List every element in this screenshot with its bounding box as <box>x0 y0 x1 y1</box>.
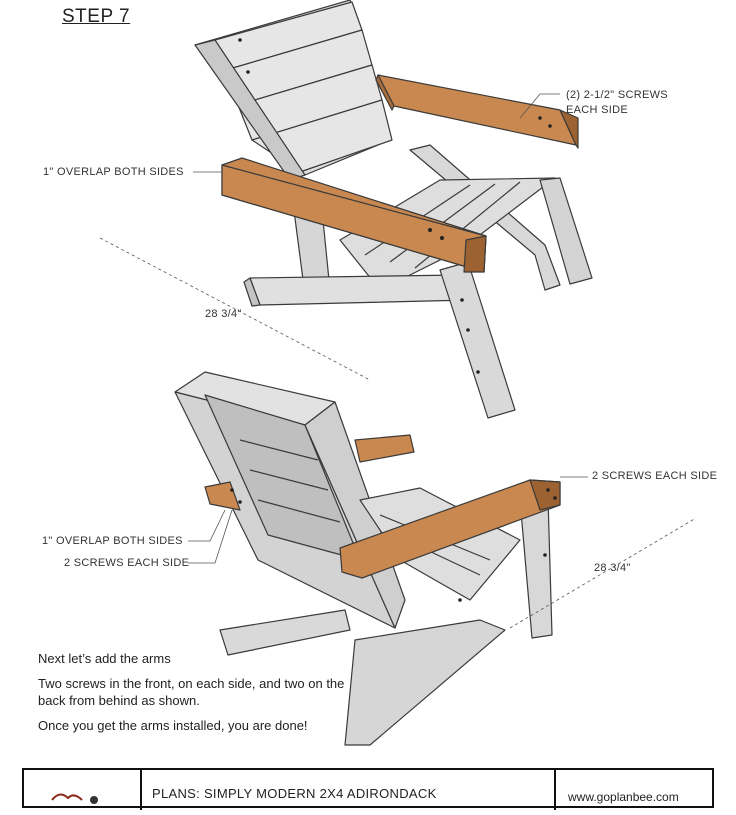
website-link[interactable]: www.goplanbee.com <box>568 790 679 804</box>
overlap-label-bottom: 1" OVERLAP BOTH SIDES <box>42 535 183 547</box>
bee-logo-icon <box>51 793 98 804</box>
screws-label-bottom-left: 2 SCREWS EACH SIDE <box>64 557 190 569</box>
step-title: STEP 7 <box>62 6 131 27</box>
instructions: Next let’s add the arms Two screws in th… <box>38 650 358 742</box>
overlap-label-top: 1" OVERLAP BOTH SIDES <box>43 166 184 178</box>
screws-label-bottom-right: 2 SCREWS EACH SIDE <box>592 470 718 482</box>
top-chair-illustration <box>194 0 593 419</box>
dimension-label-top: 28 3/4" <box>205 308 242 320</box>
instruction-line-3: Once you get the arms installed, you are… <box>38 718 308 733</box>
instruction-line-2: Two screws in the front, on each side, a… <box>38 676 345 708</box>
bottom-chair-illustration <box>174 371 561 746</box>
plan-title: PLANS: SIMPLY MODERN 2X4 ADIRONDACK <box>152 786 437 801</box>
screws-label-top: (2) 2-1/2" SCREWS EACH SIDE <box>566 89 668 116</box>
footer-bar: PLANS: SIMPLY MODERN 2X4 ADIRONDACK www.… <box>22 768 714 810</box>
logo-cell <box>24 770 142 810</box>
instruction-line-1: Next let’s add the arms <box>38 651 171 666</box>
dimension-label-bottom: 28 3/4" <box>594 562 631 574</box>
plan-cell: PLANS: SIMPLY MODERN 2X4 ADIRONDACK <box>140 770 556 810</box>
